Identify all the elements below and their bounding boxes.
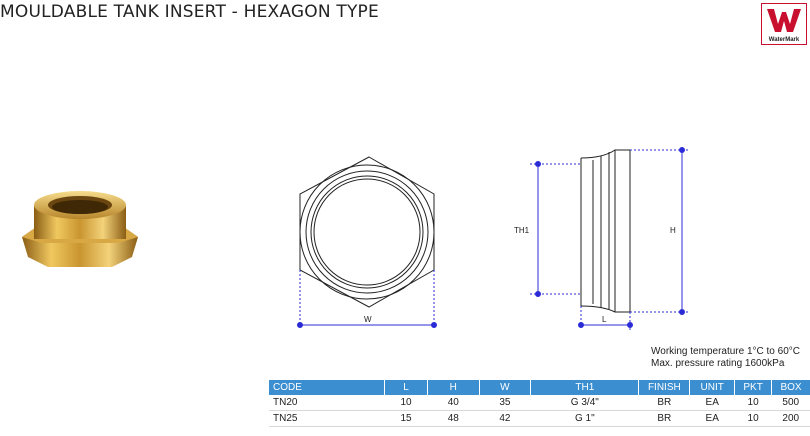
watermark-logo-text: WaterMark bbox=[768, 37, 800, 43]
table-header-row: CODE L H W TH1 FINISH UNIT PKT BOX bbox=[269, 380, 810, 395]
dimension-label-l: L bbox=[602, 315, 607, 324]
cell-finish: BR bbox=[638, 395, 690, 411]
watermark-logo: WaterMark bbox=[761, 3, 807, 45]
cell-finish: BR bbox=[638, 410, 690, 427]
cell-th1: G 3/4" bbox=[530, 395, 639, 411]
specification-notes: Working temperature 1°C to 60°C Max. pre… bbox=[651, 346, 800, 370]
cell-code: TN20 bbox=[269, 395, 385, 411]
cell-th1: G 1" bbox=[530, 410, 639, 427]
dimension-lines bbox=[297, 147, 688, 330]
cell-l: 15 bbox=[384, 410, 428, 427]
pressure-rating-note: Max. pressure rating 1600kPa bbox=[651, 358, 785, 369]
column-header-box: BOX bbox=[771, 380, 810, 395]
product-spec-table: CODE L H W TH1 FINISH UNIT PKT BOX TN20 … bbox=[269, 380, 810, 427]
cell-h: 48 bbox=[427, 410, 480, 427]
cell-unit: EA bbox=[689, 395, 735, 411]
dimension-label-h: H bbox=[670, 226, 676, 235]
working-temperature-note: Working temperature 1°C to 60°C bbox=[651, 346, 800, 357]
dimension-label-th1: TH1 bbox=[514, 226, 530, 235]
column-header-th1: TH1 bbox=[530, 380, 640, 395]
side-view bbox=[580, 149, 631, 313]
brass-tank-insert-image bbox=[22, 191, 138, 267]
watermark-w-icon bbox=[767, 9, 801, 32]
dimension-label-w: W bbox=[364, 315, 372, 324]
cell-unit: EA bbox=[689, 410, 735, 427]
cell-box: 200 bbox=[771, 410, 810, 427]
column-header-unit: UNIT bbox=[689, 380, 736, 395]
cell-box: 500 bbox=[771, 395, 810, 411]
column-header-l: L bbox=[384, 380, 428, 395]
table-row: TN20 10 40 35 G 3/4" BR EA 10 500 bbox=[269, 395, 810, 411]
cell-h: 40 bbox=[427, 395, 480, 411]
cell-pkt: 10 bbox=[734, 410, 772, 427]
column-header-pkt: PKT bbox=[734, 380, 773, 395]
column-header-code: CODE bbox=[269, 380, 386, 395]
cell-l: 10 bbox=[384, 395, 428, 411]
cell-code: TN25 bbox=[269, 410, 385, 427]
hexagon-front-view bbox=[299, 156, 435, 308]
cell-pkt: 10 bbox=[734, 395, 772, 411]
column-header-h: H bbox=[427, 380, 480, 395]
product-photo bbox=[20, 185, 140, 280]
column-header-w: W bbox=[479, 380, 532, 395]
column-header-finish: FINISH bbox=[638, 380, 691, 395]
table-row: TN25 15 48 42 G 1" BR EA 10 200 bbox=[269, 410, 810, 427]
cell-w: 35 bbox=[479, 395, 531, 411]
page-title: MOULDABLE TANK INSERT - HEXAGON TYPE bbox=[0, 2, 379, 22]
cell-w: 42 bbox=[479, 410, 531, 427]
